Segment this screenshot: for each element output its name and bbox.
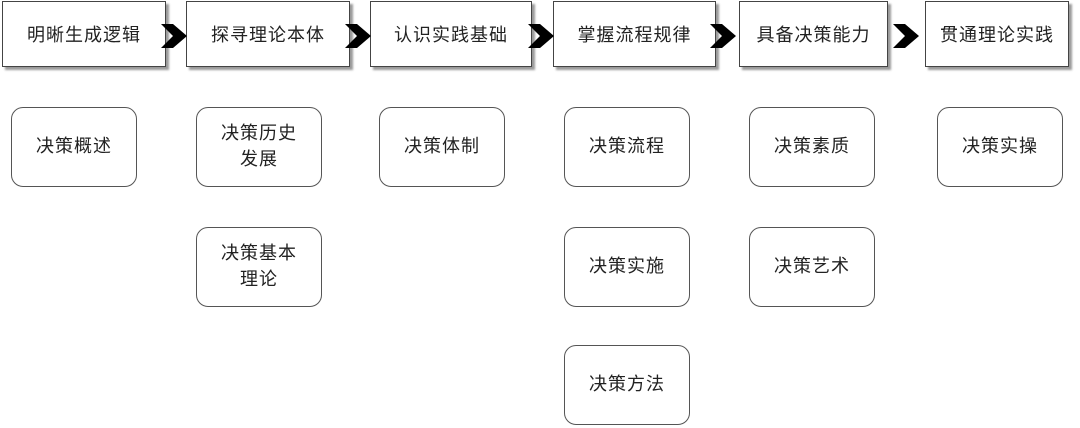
topic-card: 决策流程 (564, 107, 690, 187)
topic-card: 决策素质 (749, 107, 875, 187)
step-header-3: 认识实践基础 (370, 1, 532, 67)
step-header-6: 贯通理论实践 (925, 1, 1069, 67)
right-arrow-icon (161, 24, 187, 48)
topic-card: 决策艺术 (749, 227, 875, 307)
right-arrow-icon (893, 24, 919, 48)
step-header-2: 探寻理论本体 (186, 1, 350, 67)
topic-card: 决策实施 (564, 227, 690, 307)
topic-card: 决策基本 理论 (196, 227, 322, 307)
topic-card: 决策概述 (11, 107, 137, 187)
topic-card: 决策体制 (379, 107, 505, 187)
right-arrow-icon (345, 24, 371, 48)
right-arrow-icon (528, 24, 554, 48)
step-header-5: 具备决策能力 (739, 1, 888, 67)
step-header-4: 掌握流程规律 (553, 1, 716, 67)
topic-card: 决策实操 (937, 107, 1063, 187)
topic-card: 决策方法 (564, 345, 690, 425)
step-header-1: 明晰生成逻辑 (2, 1, 166, 67)
right-arrow-icon (710, 24, 736, 48)
topic-card: 决策历史 发展 (196, 107, 322, 187)
